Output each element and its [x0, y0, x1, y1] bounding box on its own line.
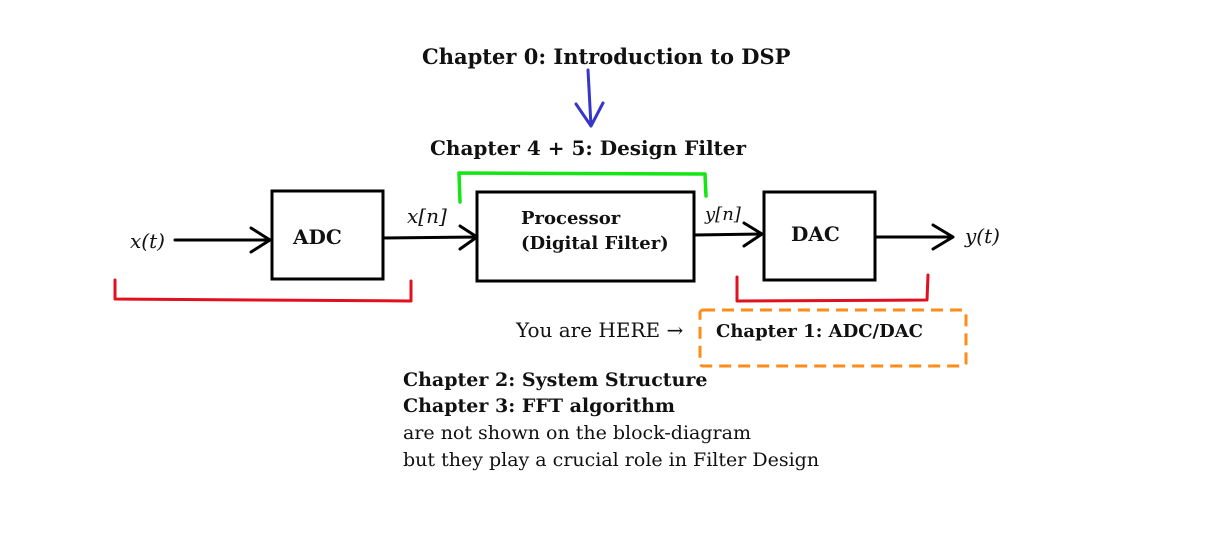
signal-yt-label: y(t)	[965, 224, 1000, 248]
red-bracket-adc	[113, 278, 413, 303]
chapter1-dashed-box	[698, 308, 968, 368]
signal-xn-label: x[n]	[407, 204, 447, 228]
adc-block	[270, 189, 385, 281]
arrow-processor-to-dac	[692, 221, 764, 248]
note-line2: but they play a crucial role in Filter D…	[403, 449, 820, 471]
green-bracket	[457, 171, 708, 204]
chapter1-label: Chapter 1: ADC/DAC	[716, 321, 923, 342]
note-line1: are not shown on the block-diagram	[403, 422, 751, 444]
signal-xt-label: x(t)	[130, 229, 165, 253]
adc-label: ADC	[293, 225, 342, 249]
red-bracket-dac	[735, 273, 930, 303]
chapter0-title: Chapter 0: Introduction to DSP	[422, 44, 791, 69]
chapter2-note: Chapter 2: System Structure	[403, 369, 708, 391]
arrow-dac-to-yt	[873, 223, 955, 251]
chapter45-title: Chapter 4 + 5: Design Filter	[430, 136, 747, 160]
processor-label-line2: (Digital Filter)	[521, 233, 669, 254]
chapter3-note: Chapter 3: FFT algorithm	[403, 395, 676, 417]
dac-label: DAC	[791, 222, 840, 246]
arrow-xt-to-adc	[173, 226, 272, 254]
you-are-here-label: You are HERE →	[516, 318, 684, 342]
signal-yn-label: y[n]	[705, 204, 741, 225]
processor-label-line1: Processor	[521, 208, 621, 229]
blue-arrow	[574, 68, 605, 128]
arrow-adc-to-processor	[381, 224, 479, 251]
